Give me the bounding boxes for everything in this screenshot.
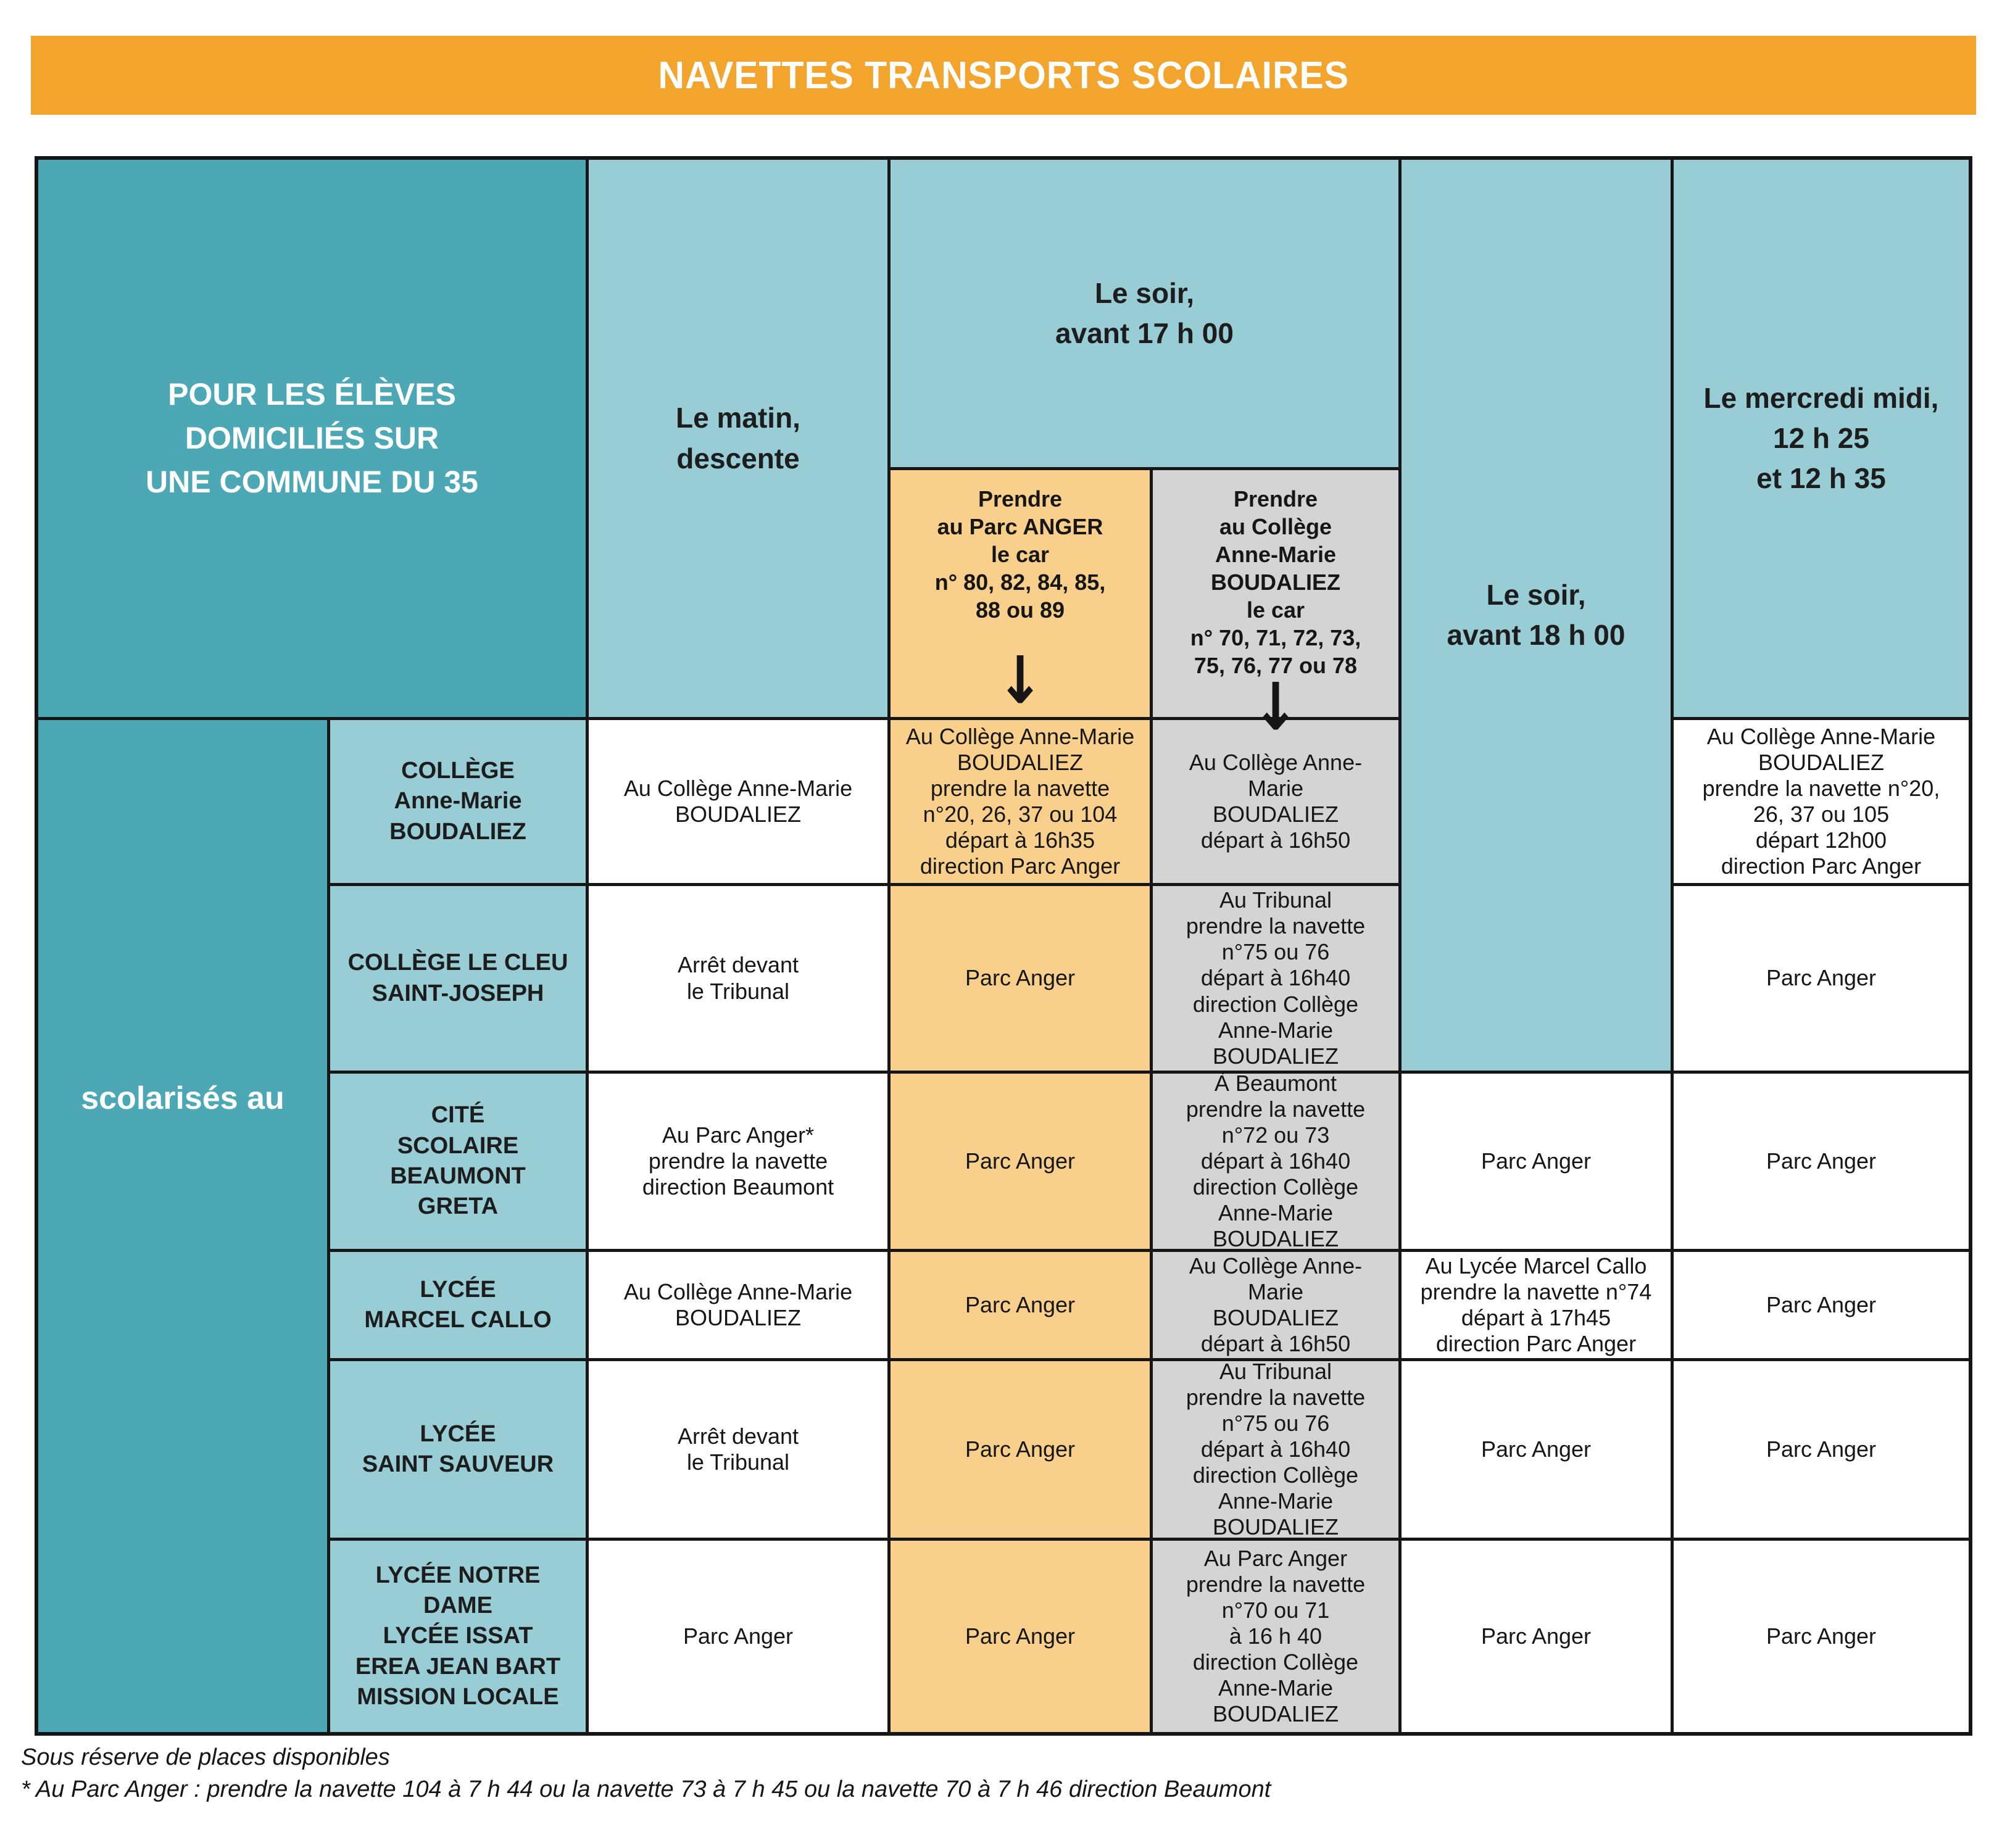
header-mercredi-midi: Le mercredi midi, 12 h 25 et 12 h 35 (1674, 160, 1969, 717)
row3-soir17-parc: Parc Anger (891, 1074, 1150, 1249)
row2-school: COLLÈGE LE CLEU SAINT-JOSEPH (330, 886, 586, 1071)
subheader-college-boudaliez: Prendre au Collège Anne-Marie BOUDALIEZ … (1153, 470, 1398, 740)
subheader-parc-anger: Prendre au Parc ANGER le car n° 80, 82, … (891, 470, 1150, 717)
row4-soir17-parc: Parc Anger (891, 1252, 1150, 1358)
row4-matin: Au Collège Anne-Marie BOUDALIEZ (589, 1252, 887, 1358)
row5-school: LYCÉE SAINT SAUVEUR (330, 1361, 586, 1538)
row4-school: LYCÉE MARCEL CALLO (330, 1252, 586, 1358)
row3-matin: Au Parc Anger* prendre la navette direct… (589, 1074, 887, 1249)
row3-soir18: Parc Anger (1402, 1074, 1671, 1249)
arrow-down-icon: ↓ (996, 642, 1044, 719)
row3-school: CITÉ SCOLAIRE BEAUMONT GRETA (330, 1074, 586, 1249)
row1-soir17-college: Au Collège Anne-Marie BOUDALIEZ départ à… (1153, 720, 1398, 883)
row5-soir17-parc: Parc Anger (891, 1361, 1150, 1538)
schedule-table: POUR LES ÉLÈVES DOMICILIÉS SUR UNE COMMU… (35, 156, 1972, 1736)
row3-mercredi: Parc Anger (1674, 1074, 1969, 1249)
row4-soir17-college: Au Collège Anne-Marie BOUDALIEZ départ à… (1153, 1252, 1398, 1358)
row6-soir17-parc: Parc Anger (891, 1541, 1150, 1732)
footnotes: Sous réserve de places disponibles * Au … (21, 1741, 1271, 1805)
row1-school: COLLÈGE Anne-Marie BOUDALIEZ (330, 720, 586, 883)
row6-mercredi: Parc Anger (1674, 1541, 1969, 1732)
subheader-college-boudaliez-label: Prendre au Collège Anne-Marie BOUDALIEZ … (1190, 486, 1361, 678)
row2-mercredi: Parc Anger (1674, 886, 1969, 1071)
row2-matin: Arrêt devant le Tribunal (589, 886, 887, 1071)
row1-mercredi: Au Collège Anne-Marie BOUDALIEZ prendre … (1674, 720, 1969, 883)
row4-soir18: Au Lycée Marcel Callo prendre la navette… (1402, 1252, 1671, 1358)
row6-matin: Parc Anger (589, 1541, 887, 1732)
footnote-parc-anger: * Au Parc Anger : prendre la navette 104… (21, 1776, 1271, 1802)
page-title: NAVETTES TRANSPORTS SCOLAIRES (658, 54, 1349, 97)
footnote-places: Sous réserve de places disponibles (21, 1744, 390, 1770)
row1-soir17-parc: Au Collège Anne-Marie BOUDALIEZ prendre … (891, 720, 1150, 883)
title-banner: NAVETTES TRANSPORTS SCOLAIRES (31, 36, 1976, 115)
header-soir-18h: Le soir, avant 18 h 00 (1402, 160, 1671, 1071)
row5-soir17-college: Au Tribunal prendre la navette n°75 ou 7… (1153, 1359, 1398, 1539)
row2-soir17-parc: Parc Anger (891, 886, 1150, 1071)
row5-soir18: Parc Anger (1402, 1361, 1671, 1538)
header-matin: Le matin, descente (589, 160, 887, 717)
header-audience: POUR LES ÉLÈVES DOMICILIÉS SUR UNE COMMU… (38, 160, 586, 717)
row5-matin: Arrêt devant le Tribunal (589, 1361, 887, 1538)
header-soir-17h: Le soir, avant 17 h 00 (891, 160, 1398, 467)
row3-soir17-college: À Beaumont prendre la navette n°72 ou 73… (1153, 1071, 1398, 1251)
row1-matin: Au Collège Anne-Marie BOUDALIEZ (589, 720, 887, 883)
row6-soir18: Parc Anger (1402, 1541, 1671, 1732)
row2-soir17-college: Au Tribunal prendre la navette n°75 ou 7… (1153, 886, 1398, 1071)
row6-school: LYCÉE NOTRE DAME LYCÉE ISSAT EREA JEAN B… (330, 1541, 586, 1732)
row-group-label: scolarisés au (38, 720, 327, 1732)
subheader-parc-anger-label: Prendre au Parc ANGER le car n° 80, 82, … (934, 486, 1106, 623)
row4-mercredi: Parc Anger (1674, 1252, 1969, 1358)
arrow-down-icon: ↓ (1252, 669, 1300, 745)
row6-soir17-college: Au Parc Anger prendre la navette n°70 ou… (1153, 1541, 1398, 1732)
row5-mercredi: Parc Anger (1674, 1361, 1969, 1538)
